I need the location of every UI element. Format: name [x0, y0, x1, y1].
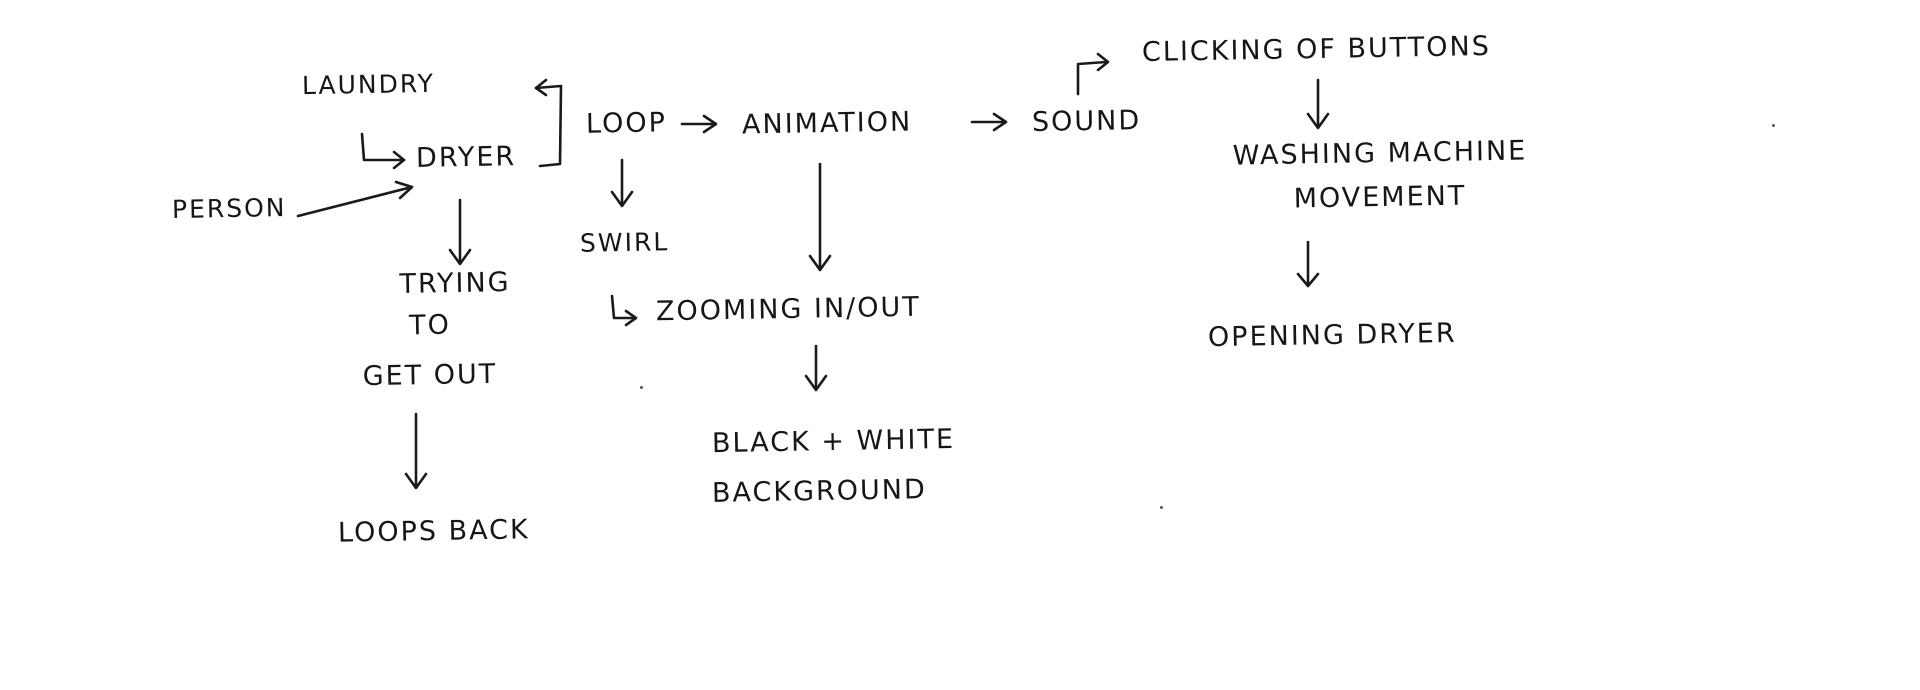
- swirl-to-zooming-hook: [610, 294, 636, 320]
- node-sound: SOUND: [1031, 105, 1142, 138]
- person-to-dryer-arrow: [296, 186, 410, 218]
- sound-to-clicking-arrowhead: [1096, 52, 1110, 72]
- movement-to-opening-arrowhead: [1296, 272, 1320, 288]
- dryer-loop-bracket-arrowhead: [534, 78, 548, 97]
- node-clicking-of-buttons: CLICKING OF BUTTONS: [1141, 30, 1492, 69]
- sound-to-clicking-arrow: [1076, 60, 1108, 96]
- paper-speck: [640, 386, 643, 389]
- zooming-to-bw-arrowhead: [804, 374, 828, 392]
- node-animation: ANIMATION: [741, 106, 913, 141]
- person-to-dryer-arrowhead: [394, 180, 414, 200]
- node-laundry: LAUNDRY: [301, 68, 436, 101]
- dryer-to-trying-arrowhead: [448, 248, 472, 266]
- node-loop: LOOP: [585, 107, 668, 140]
- swirl-to-zooming-hookhead: [624, 309, 638, 327]
- node-background: BACKGROUND: [711, 474, 928, 509]
- node-swirl: SWIRL: [579, 227, 670, 258]
- node-person: PERSON: [171, 193, 287, 224]
- node-zooming-in-out: ZOOMING IN/OUT: [655, 291, 921, 328]
- node-dryer: DRYER: [415, 141, 517, 174]
- loop-to-swirl-arrowhead: [610, 190, 634, 208]
- loop-to-animation-arrowhead: [702, 114, 718, 134]
- node-opening-dryer: OPENING DRYER: [1207, 317, 1457, 354]
- animation-to-sound-arrowhead: [992, 112, 1008, 132]
- laundry-to-dryer-arrowhead: [392, 150, 406, 170]
- node-trying: TRYING: [399, 267, 511, 300]
- node-to: TO: [408, 309, 452, 342]
- node-washing-machine: WASHING MACHINE: [1232, 135, 1528, 172]
- node-black-white: BLACK + WHITE: [711, 423, 956, 460]
- animation-to-zooming-arrowhead: [808, 254, 832, 272]
- paper-speck: [1160, 506, 1163, 509]
- paper-speck: [1772, 124, 1775, 127]
- clicking-to-washing-arrowhead: [1306, 112, 1330, 130]
- node-loops-back: LOOPS BACK: [337, 514, 530, 549]
- getout-to-loopsback-arrowhead: [404, 472, 428, 490]
- laundry-to-dryer-arrow: [360, 132, 406, 162]
- node-get-out: GET OUT: [362, 358, 498, 393]
- dryer-loop-bracket: [534, 84, 563, 168]
